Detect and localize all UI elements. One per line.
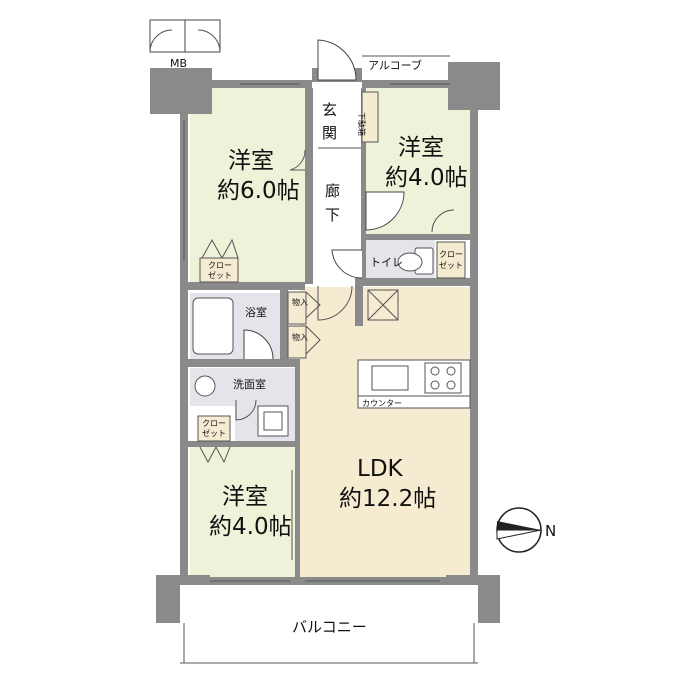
pillar-top-right [448, 62, 500, 110]
wall-room6-bottom [188, 282, 305, 290]
room4-bottom-closet-label-2: ゼット [202, 428, 226, 438]
bathroom-label: 浴室 [245, 305, 267, 319]
washroom-label: 洗面室 [233, 377, 266, 391]
room6-closet-label-2: ゼット [208, 270, 232, 280]
wall-wash-bottom [188, 441, 298, 447]
room-western-4-bottom-floor [190, 447, 295, 577]
balcony-area [180, 585, 478, 663]
wall-bath-bottom [188, 359, 300, 367]
wall-ldk-top-stub [355, 286, 363, 326]
room-western-4-top-name: 洋室 [398, 135, 444, 161]
wall-ldk-left [295, 360, 300, 578]
shoe-box [361, 91, 379, 143]
room-western-6-name: 洋室 [228, 148, 274, 174]
balcony-label: バルコニー [292, 618, 367, 636]
ldk-entry-door [317, 285, 353, 321]
toilet-closet-label-1: クロー [439, 250, 463, 259]
storage-1-label: 物入 [292, 297, 308, 307]
room6-door [289, 149, 306, 171]
room-western-4-bottom-name: 洋室 [222, 484, 268, 510]
room6-closet [199, 238, 239, 283]
entrance-label-2: 関 [322, 124, 337, 142]
washing-machine [257, 405, 289, 437]
ldk-label: LDK [357, 456, 404, 482]
hallway-label-2: 下 [325, 206, 340, 224]
storage-2-label: 物入 [292, 332, 308, 342]
ventilation-shaft [367, 289, 399, 321]
room-western-4-top-size: 約4.0帖 [385, 165, 468, 191]
kitchen-counter [357, 359, 471, 409]
outer-wall-left [180, 88, 188, 582]
room-western-6-size: 約6.0帖 [217, 178, 300, 204]
storage-1 [287, 291, 307, 325]
bathtub [192, 297, 234, 355]
counter-label: カウンター [362, 399, 402, 408]
room4-top-door [365, 191, 405, 231]
washbasin [194, 375, 216, 397]
hallway-label-1: 廊 [325, 182, 340, 200]
room4-bottom-closet-label-1: クロー [202, 419, 226, 428]
toilet-closet [436, 241, 466, 279]
wall-toilet-bottom [355, 278, 470, 286]
ldk-size: 約12.2帖 [339, 486, 436, 512]
outer-wall-right [470, 88, 478, 582]
entrance-label-1: 玄 [322, 101, 337, 119]
room-western-6-floor [190, 88, 305, 282]
wall-bath-right [280, 290, 288, 360]
entrance-floor [318, 88, 361, 146]
storage-2 [287, 325, 307, 359]
room4-bottom-closet [197, 415, 231, 442]
pillar-top-left [150, 68, 212, 114]
toilet-closet-label-2: ゼット [439, 260, 463, 270]
entrance-door [317, 39, 357, 81]
north-arrow-icon [496, 507, 542, 553]
toilet-door [331, 249, 363, 279]
shoe-box-label: 下駄箱 [357, 112, 367, 136]
toilet-fixture [397, 247, 434, 275]
wall-room6-right [305, 88, 313, 284]
room4-top-closet-door [431, 209, 455, 233]
wall-hall-right [361, 88, 366, 278]
room6-closet-label-1: クロー [208, 261, 232, 270]
washroom-door [235, 399, 257, 421]
storage-doors [305, 291, 321, 355]
mb-label: MB [170, 57, 187, 70]
wall-room4-bottom [365, 234, 470, 240]
room-western-4-bottom-size: 約4.0帖 [209, 514, 292, 540]
north-label: N [545, 522, 556, 540]
bathroom-door [243, 329, 274, 360]
toilet-label: トイレ [370, 256, 403, 269]
mb-cabinet [149, 19, 221, 53]
alcove-label: アルコーブ [368, 58, 422, 72]
ldk-floor [300, 287, 470, 577]
